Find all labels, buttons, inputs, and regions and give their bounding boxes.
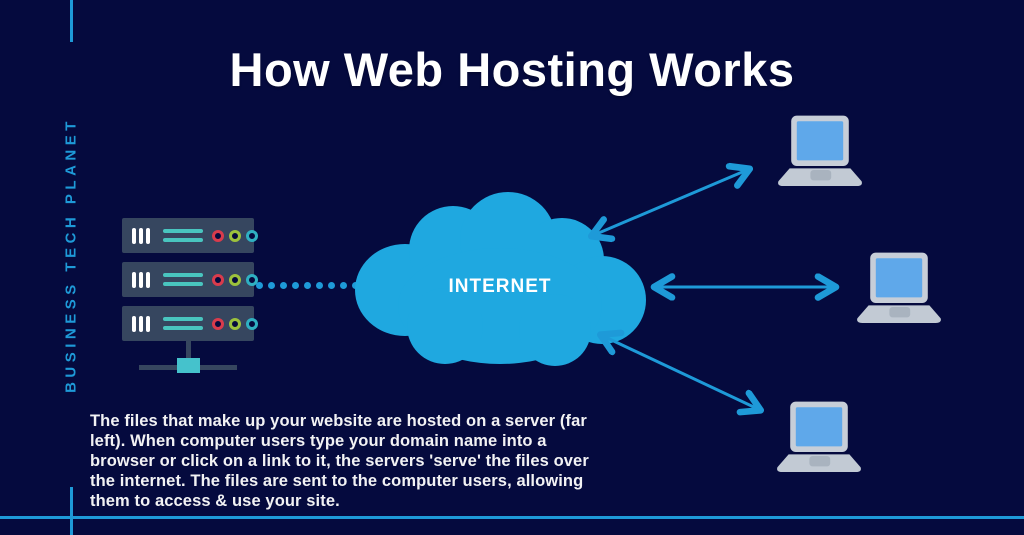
bottom-accent-line bbox=[0, 516, 1024, 519]
page-title: How Web Hosting Works bbox=[229, 43, 795, 96]
brand-vertical-text: BUSINESS TECH PLANET bbox=[62, 117, 80, 393]
laptop-icon bbox=[778, 115, 862, 186]
server-stand-icon bbox=[122, 341, 254, 400]
server-vents-icon bbox=[132, 315, 150, 332]
server-plug-icon bbox=[177, 358, 200, 373]
server-vents-icon bbox=[132, 271, 150, 288]
server-led-lights bbox=[212, 317, 258, 330]
server-unit bbox=[122, 218, 258, 253]
bottom-left-accent-line bbox=[70, 487, 73, 535]
description-line: The files that make up your website are … bbox=[90, 412, 587, 430]
led-green-icon bbox=[229, 273, 241, 286]
description-line: browser or click on a link to it, the se… bbox=[90, 451, 589, 470]
server-unit bbox=[122, 306, 258, 341]
led-red-icon bbox=[212, 273, 224, 286]
internet-label: INTERNET bbox=[448, 276, 552, 297]
server-vents-icon bbox=[132, 227, 150, 244]
server-rack-icon bbox=[122, 218, 258, 400]
dotted-connection-line bbox=[256, 282, 359, 289]
description-line: the internet. The files are sent to the … bbox=[90, 471, 584, 490]
led-teal-icon bbox=[246, 317, 258, 330]
server-unit bbox=[122, 262, 258, 297]
server-slots-icon bbox=[163, 229, 203, 242]
led-green-icon bbox=[229, 317, 241, 330]
top-left-accent-line bbox=[70, 0, 73, 42]
led-red-icon bbox=[212, 229, 224, 242]
laptop-icon bbox=[857, 252, 941, 323]
description-line: left). When computer users type your dom… bbox=[90, 431, 547, 450]
server-led-lights bbox=[212, 229, 258, 242]
server-slots-icon bbox=[163, 273, 203, 286]
internet-cloud-icon bbox=[355, 192, 646, 366]
led-teal-icon bbox=[246, 273, 258, 286]
led-teal-icon bbox=[246, 229, 258, 242]
led-green-icon bbox=[229, 229, 241, 242]
server-slots-icon bbox=[163, 317, 203, 330]
laptop-icon bbox=[777, 401, 861, 472]
description-text: The files that make up your website are … bbox=[90, 412, 589, 512]
description-line: them to access & use your site. bbox=[90, 491, 340, 510]
server-led-lights bbox=[212, 273, 258, 286]
led-red-icon bbox=[212, 317, 224, 330]
